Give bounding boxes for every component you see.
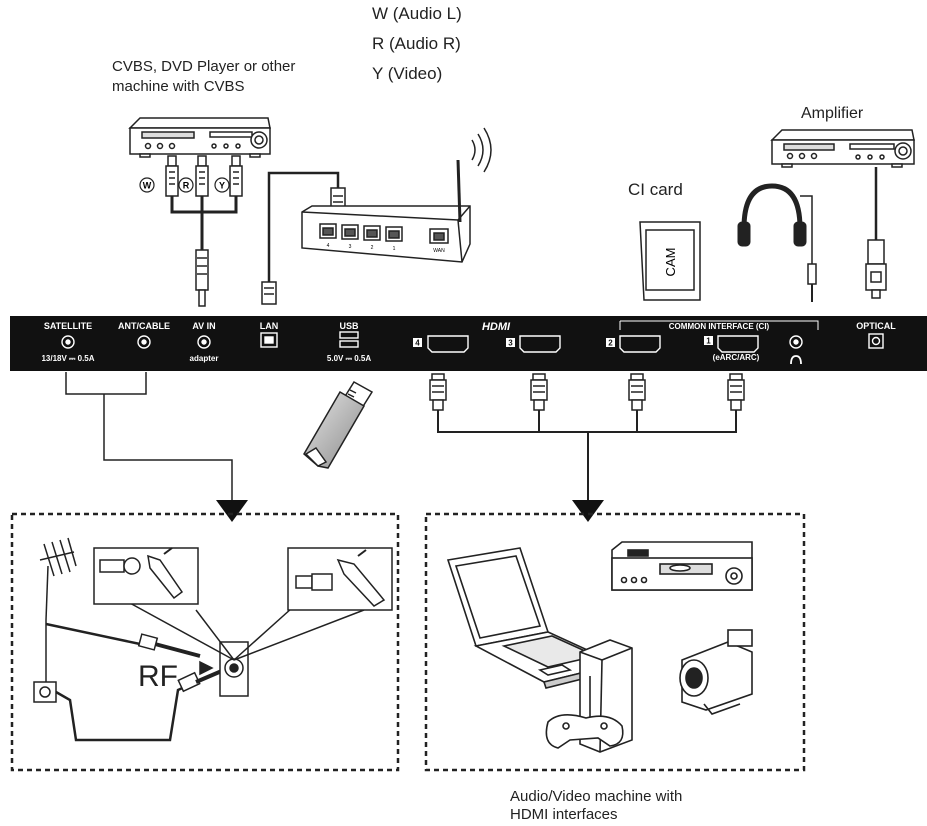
hdmi4-number: 4	[415, 339, 420, 348]
amplifier-icon	[770, 129, 915, 299]
router-port-2: 2	[371, 245, 374, 251]
hdmi-logo: HDMI	[482, 321, 511, 333]
rca-y-marker: Y	[219, 181, 225, 191]
lan-label: LAN	[260, 321, 279, 331]
usb-stick-icon	[303, 380, 374, 469]
arrow-down-right	[572, 500, 604, 522]
antenna-box	[10, 512, 400, 772]
router-port-wan: WAN	[433, 248, 445, 254]
satellite-power-label: 13/18V ⎓ 0.5A	[41, 354, 94, 363]
hdmi-machine-label-line1: Audio/Video machine with	[510, 788, 683, 805]
router-port-1: 1	[393, 246, 396, 252]
rca-markers	[139, 177, 230, 193]
hdmi-machine-label-line2: HDMI interfaces	[510, 806, 618, 823]
camcorder-icon	[679, 629, 753, 715]
optical-label: OPTICAL	[856, 321, 896, 331]
av-in-adapter-label: adapter	[190, 354, 219, 363]
lan-cable	[261, 171, 346, 305]
panel-ports	[61, 320, 884, 365]
ant-cable-label: ANT/CABLE	[118, 321, 170, 331]
coax-cables	[45, 622, 225, 742]
av-in-label: AV IN	[192, 321, 215, 331]
usb-label: USB	[339, 321, 359, 331]
rca-r-marker: R	[183, 181, 190, 191]
hdmi-number-badges	[413, 336, 713, 347]
ci-card-label: CI card	[628, 180, 683, 199]
antenna-icon	[39, 537, 77, 690]
router-icon	[301, 127, 492, 263]
rca-cables	[165, 155, 243, 307]
cvbs-label-line1: CVBS, DVD Player or other	[112, 58, 296, 75]
common-interface-label: COMMON INTERFACE (CI)	[669, 322, 770, 331]
rf-label: RF	[138, 660, 178, 693]
satellite-label: SATELLITE	[44, 321, 92, 331]
hdmi2-number: 2	[608, 339, 613, 348]
cvbs-label-line2: machine with CVBS	[112, 78, 245, 95]
amplifier-label: Amplifier	[801, 105, 864, 122]
arrow-down-left	[216, 500, 248, 522]
wall-socket-icon	[33, 681, 57, 703]
dvd-player-icon	[128, 117, 271, 158]
dvd-player-device-icon	[611, 541, 753, 591]
hdmi1-number: 1	[706, 337, 711, 346]
router-port-3: 3	[349, 244, 352, 250]
headphones-icon	[737, 183, 817, 302]
r-audio-label: R (Audio R)	[372, 34, 461, 53]
connector-detail-right-icon	[287, 547, 393, 611]
ci-card-icon	[639, 221, 701, 301]
console-icon	[545, 639, 633, 753]
connector-detail-left-icon	[93, 547, 199, 605]
antenna-connection-lines	[65, 372, 233, 502]
rca-w-marker: W	[143, 181, 152, 191]
router-port-4: 4	[327, 243, 330, 249]
hdmi-cables	[429, 373, 745, 502]
hdmi-devices-box	[424, 512, 806, 772]
tv-antenna-socket-icon	[127, 601, 365, 697]
usb-power-label: 5.0V ⎓ 0.5A	[327, 354, 371, 363]
earc-label: (eARC/ARC)	[713, 353, 760, 362]
hdmi3-number: 3	[508, 339, 513, 348]
cam-label: CAM	[663, 248, 678, 277]
w-audio-label: W (Audio L)	[372, 4, 462, 23]
y-video-label: Y (Video)	[372, 64, 443, 83]
